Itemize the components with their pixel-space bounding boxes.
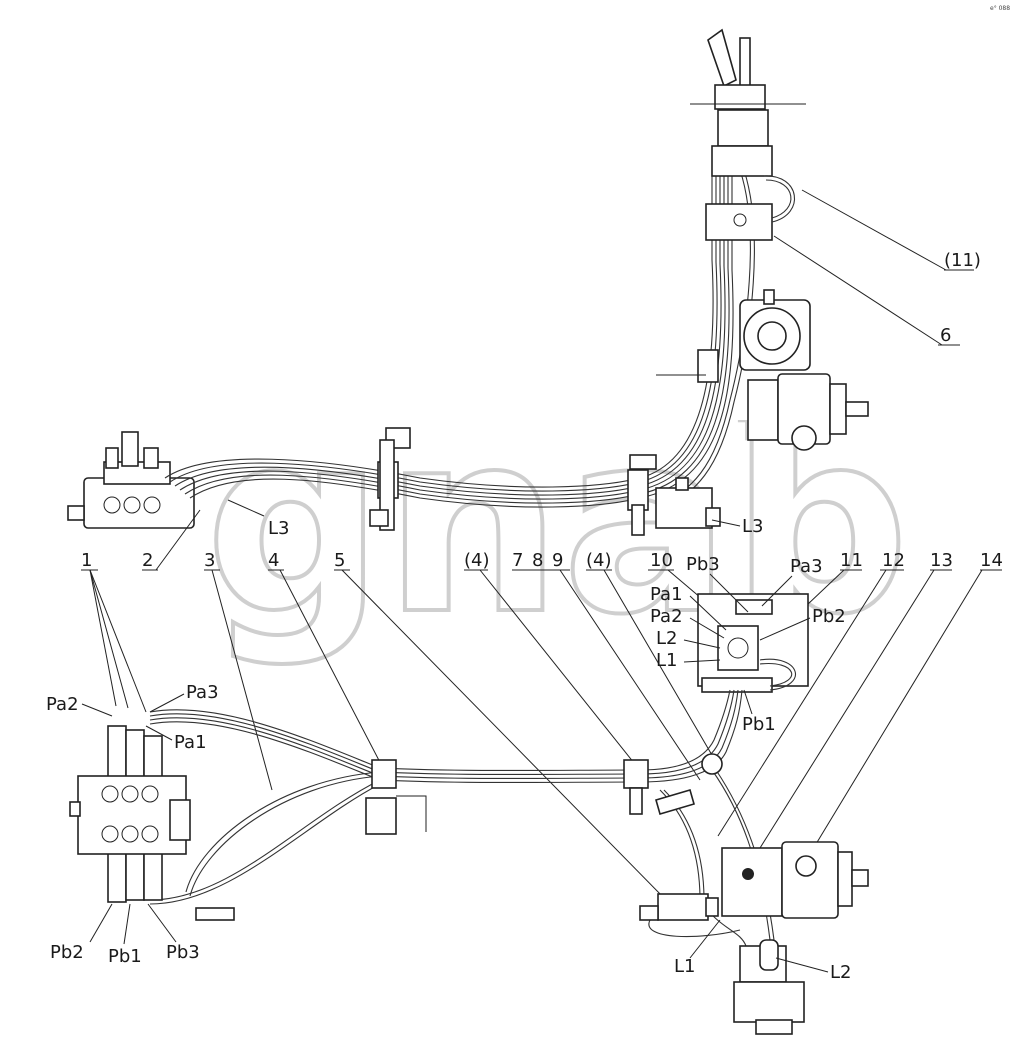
callout-leaders [81, 189, 1002, 911]
upper-control-valve [67, 431, 195, 529]
upper-right-bracket [627, 454, 721, 536]
callout-11-paren: (11) [944, 250, 981, 271]
port-label-top-l3-right: L3 [742, 516, 763, 537]
callout-5: 5 [334, 550, 345, 571]
lower-control-valve [69, 725, 235, 921]
callout-11: 11 [840, 550, 863, 571]
callout-14: 14 [980, 550, 1003, 571]
callout-9: 9 [552, 550, 563, 571]
port-label-valve-pa3: Pa3 [186, 682, 219, 703]
callout-4-paren-left: (4) [464, 550, 490, 571]
lower-tee-block [639, 893, 719, 921]
port-label-valve-pa2: Pa2 [46, 694, 79, 715]
lower-cylinder [733, 939, 805, 1035]
port-label-panel-pa1: Pa1 [650, 584, 683, 605]
lower-pump [721, 841, 869, 919]
port-label-panel-pb2: Pb2 [812, 606, 846, 627]
upper-hose-clamp [369, 427, 411, 531]
callout-4: 4 [268, 550, 279, 571]
port-label-panel-pb3: Pb3 [686, 554, 720, 575]
callout-6: 6 [940, 325, 951, 346]
callout-2: 2 [142, 550, 153, 571]
callout-12: 12 [882, 550, 905, 571]
callout-13: 13 [930, 550, 953, 571]
port-label-top-l3-left: L3 [268, 518, 289, 539]
port-label-bottom-l1: L1 [674, 956, 695, 977]
pilot-panel [697, 593, 809, 693]
callout-10: 10 [650, 550, 673, 571]
port-label-panel-pb1: Pb1 [742, 714, 776, 735]
port-label-valve-pb2: Pb2 [50, 942, 84, 963]
callout-labels: 1 2 3 4 5 (4) 7 8 9 (4) 10 11 12 13 14 (… [81, 250, 1003, 571]
callout-1: 1 [81, 550, 92, 571]
callout-4-paren-right: (4) [586, 550, 612, 571]
port-leaders [81, 573, 829, 973]
corner-mark: e° 088 [990, 5, 1010, 12]
port-label-panel-l2: L2 [656, 628, 677, 649]
joystick-assembly [690, 28, 806, 241]
port-label-panel-pa2: Pa2 [650, 606, 683, 627]
lower-hose-clamps [365, 753, 723, 835]
callout-7: 7 [512, 550, 523, 571]
port-labels: L3 L3 Pb3 Pa3 Pa1 Pa2 Pb2 L2 L1 Pb1 Pa2 … [46, 516, 851, 983]
port-label-panel-pa3: Pa3 [790, 556, 823, 577]
port-label-valve-pb3: Pb3 [166, 942, 200, 963]
upper-pump [747, 373, 869, 451]
callout-3: 3 [204, 550, 215, 571]
port-label-bottom-l2: L2 [830, 962, 851, 983]
port-label-panel-l1: L1 [656, 650, 677, 671]
port-label-valve-pa1: Pa1 [174, 732, 207, 753]
steering-unit [656, 289, 811, 383]
port-label-valve-pb1: Pb1 [108, 946, 142, 967]
callout-8: 8 [532, 550, 543, 571]
